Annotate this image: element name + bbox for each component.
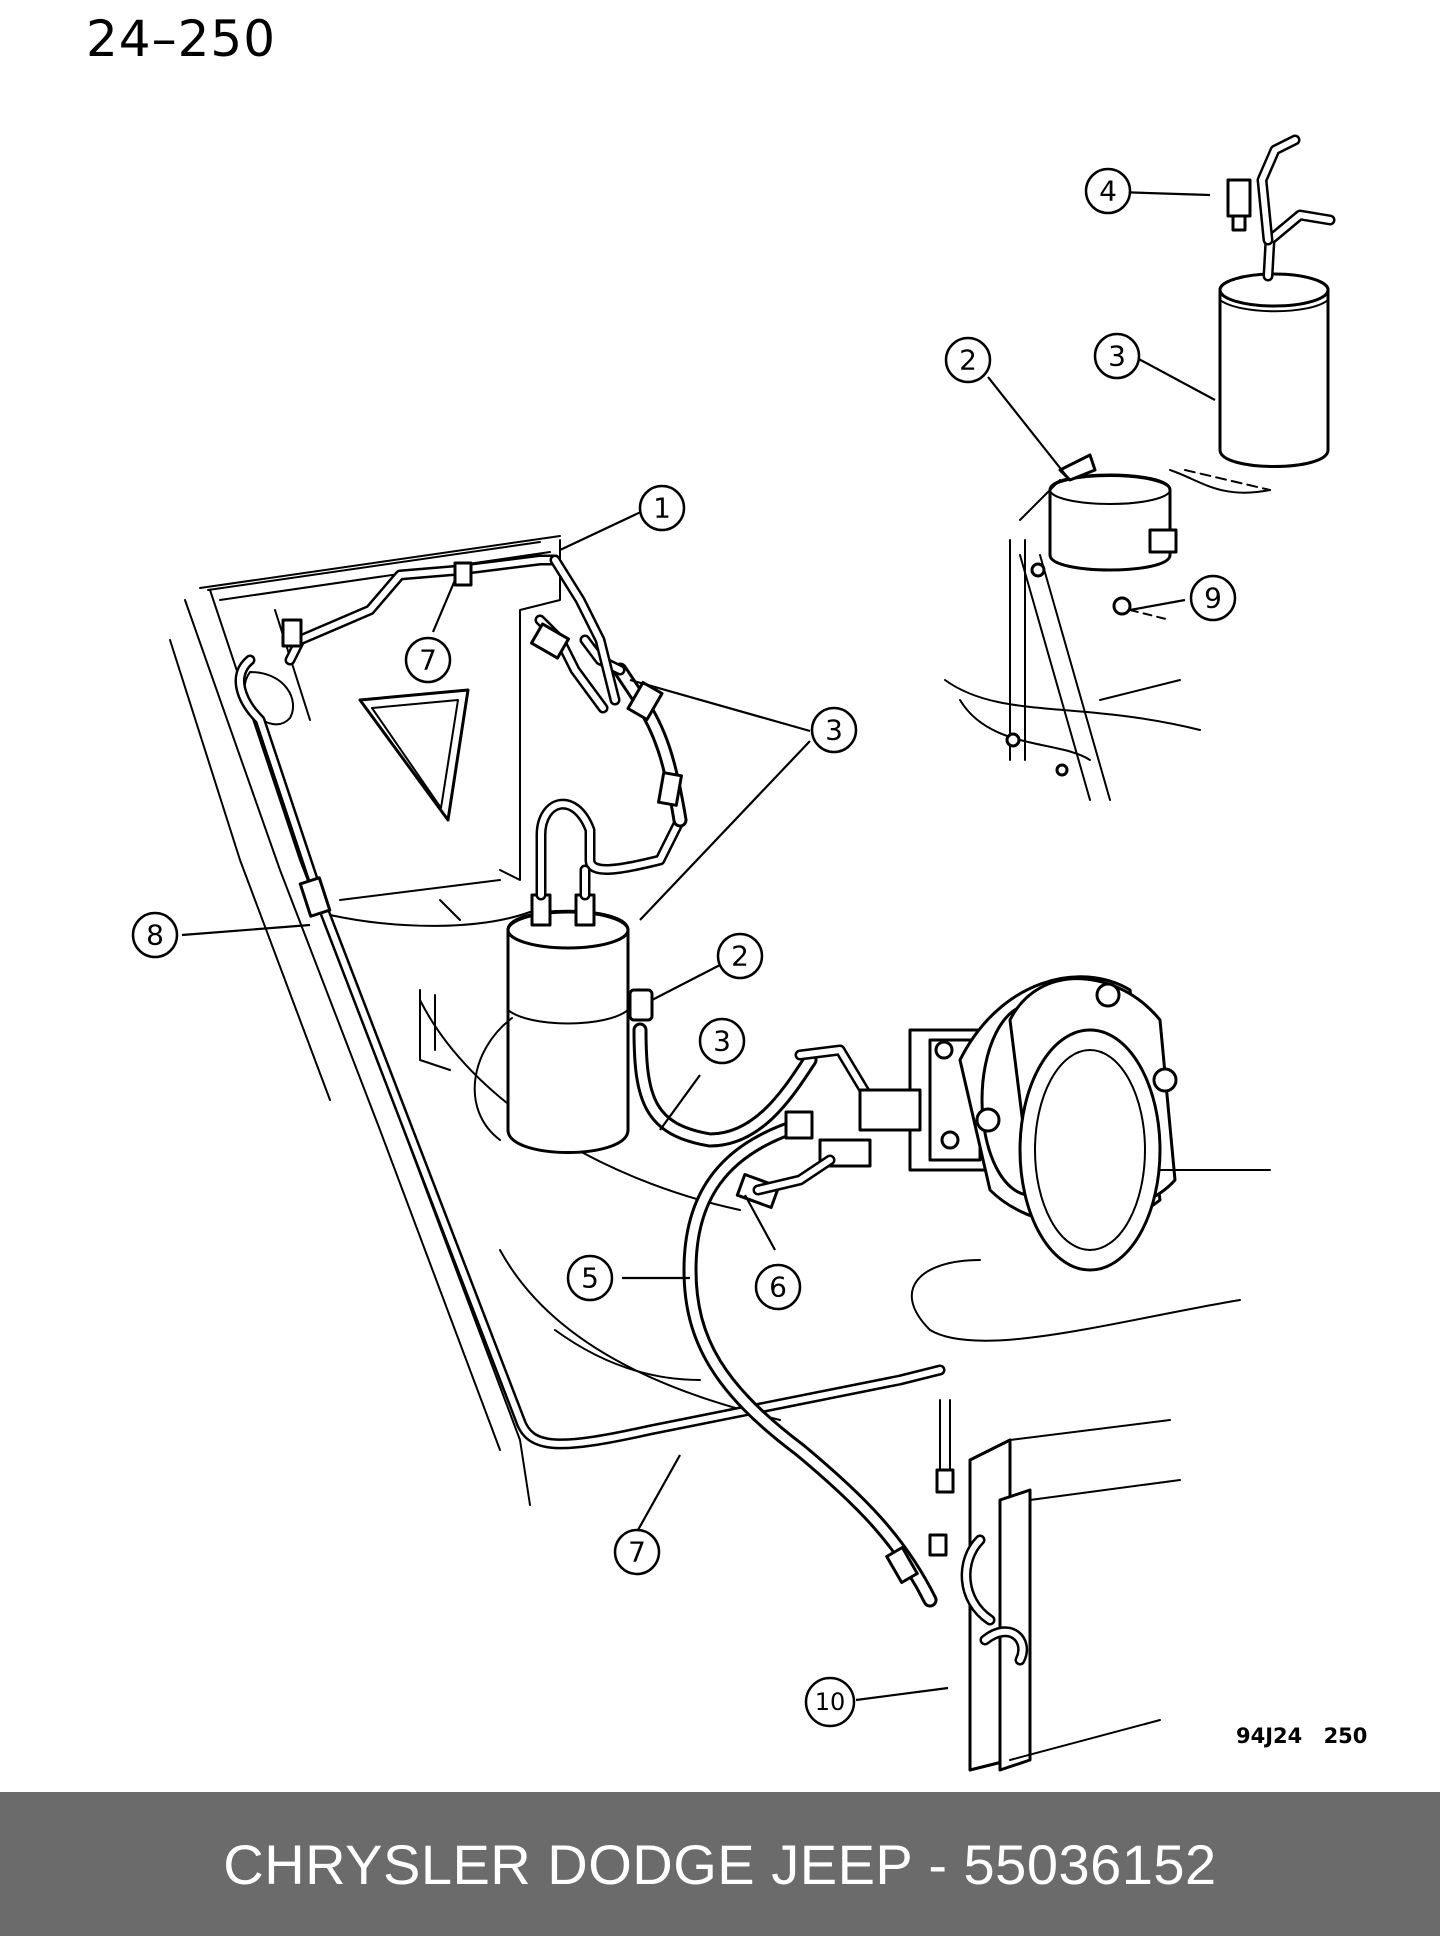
callouts: 1 2 3 4 9 3 2 7 3 8 5 6 7 10 xyxy=(131,167,1237,1728)
left-tube xyxy=(234,654,946,1450)
condenser xyxy=(928,1399,1181,1772)
hose-5 xyxy=(682,1110,938,1608)
callout-3-upper: 3 xyxy=(810,706,858,754)
caption-text: CHRYSLER DODGE JEEP - 55036152 xyxy=(223,1832,1217,1896)
svg-text:3: 3 xyxy=(713,1025,731,1058)
callout-4: 4 xyxy=(1084,167,1132,215)
callout-2-lower: 2 xyxy=(716,932,764,980)
receiver-drier-main xyxy=(473,893,654,1154)
caption-bar: CHRYSLER DODGE JEEP - 55036152 xyxy=(0,1792,1440,1936)
inset-bracket xyxy=(944,453,1271,801)
svg-text:7: 7 xyxy=(419,644,437,677)
callout-3-lower: 3 xyxy=(698,1017,746,1065)
callout-3-inset: 3 xyxy=(1093,332,1141,380)
callout-2-inset: 2 xyxy=(944,336,992,384)
parts-diagram: 1 2 3 4 9 3 2 7 3 8 5 6 7 10 xyxy=(131,134,1336,1772)
svg-text:3: 3 xyxy=(1108,340,1126,373)
fender-panel xyxy=(169,535,781,1506)
callout-1: 1 xyxy=(638,484,686,532)
callout-6: 6 xyxy=(754,1263,802,1311)
svg-text:2: 2 xyxy=(959,344,977,377)
upper-lines xyxy=(281,554,688,901)
svg-text:6: 6 xyxy=(769,1271,787,1304)
callout-7-upper: 7 xyxy=(404,636,452,684)
callout-5: 5 xyxy=(566,1254,614,1302)
svg-text:3: 3 xyxy=(825,714,843,747)
svg-text:7: 7 xyxy=(628,1536,646,1569)
callout-8: 8 xyxy=(131,911,179,959)
svg-text:4: 4 xyxy=(1099,175,1117,208)
leader-lines xyxy=(181,189,1216,1702)
figure-code: 94J24 250 xyxy=(1236,1724,1368,1748)
page-reference: 24–250 xyxy=(86,10,277,68)
inset-drier xyxy=(1218,134,1336,468)
compressor xyxy=(735,975,1271,1342)
svg-text:10: 10 xyxy=(815,1688,846,1716)
callout-7-lower: 7 xyxy=(613,1528,661,1576)
diagram-drawing xyxy=(169,134,1336,1772)
callout-10: 10 xyxy=(804,1676,856,1728)
svg-text:9: 9 xyxy=(1204,582,1222,615)
callout-9: 9 xyxy=(1189,574,1237,622)
svg-text:1: 1 xyxy=(653,492,671,525)
svg-text:8: 8 xyxy=(146,919,164,952)
hose-3-lower xyxy=(632,1022,876,1148)
svg-text:2: 2 xyxy=(731,940,749,973)
svg-text:5: 5 xyxy=(581,1262,599,1295)
